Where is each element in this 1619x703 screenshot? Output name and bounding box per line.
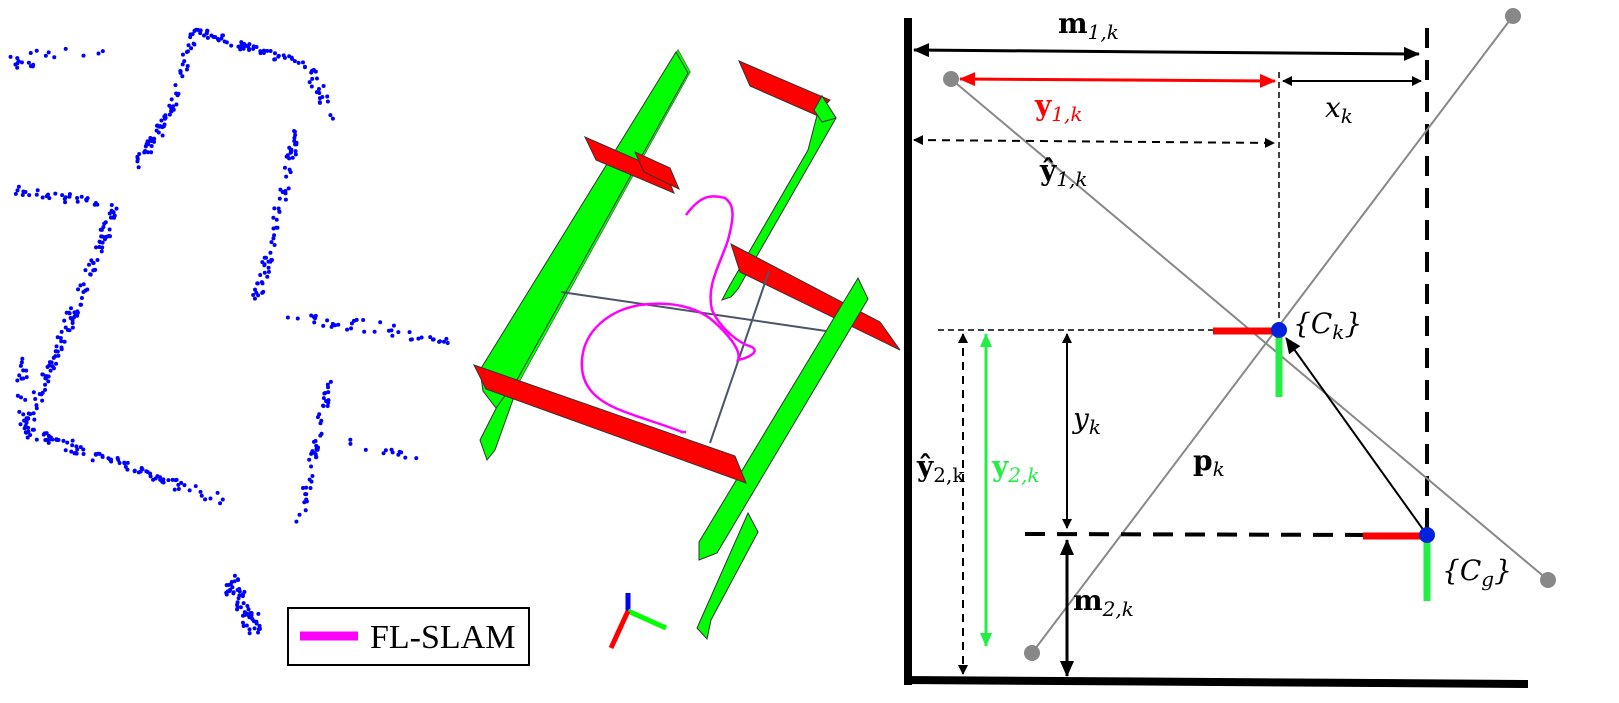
label-yk: yk xyxy=(1071,402,1101,439)
geometry-panel xyxy=(904,8,1556,688)
label-m1: m1,k xyxy=(1058,7,1119,44)
label-cg: {Cg} xyxy=(1442,554,1512,591)
label-y2: y2,k xyxy=(991,450,1039,487)
axes-icon xyxy=(608,593,668,650)
wall-red xyxy=(730,242,901,351)
legend-label: FL-SLAM xyxy=(370,619,515,656)
label-y1hat: ŷ1,k xyxy=(1039,154,1087,191)
label-xk: xk xyxy=(1325,91,1353,128)
legend: FL-SLAM xyxy=(287,607,530,666)
wall-green xyxy=(696,511,759,641)
label-ck: {Ck} xyxy=(1293,307,1362,344)
wall-green xyxy=(698,276,869,561)
label-y2hat: ŷ2,k xyxy=(916,450,965,487)
wall-red xyxy=(473,364,747,484)
label-y1: y1,k xyxy=(1034,89,1082,126)
point-cloud-panel xyxy=(8,27,450,636)
label-m2: m2,k xyxy=(1073,584,1134,621)
plane-map-panel xyxy=(473,48,901,641)
fl-slam-trajectory xyxy=(580,195,756,434)
label-pk: pk xyxy=(1193,444,1225,481)
wall-red xyxy=(738,60,831,116)
